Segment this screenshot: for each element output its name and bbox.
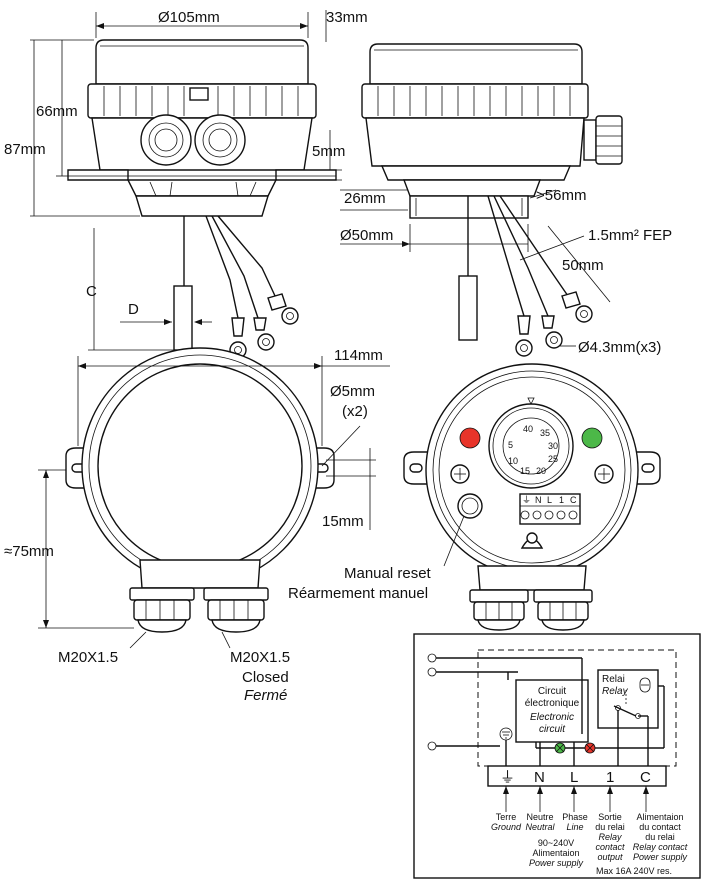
dim-5: 5mm	[312, 143, 345, 160]
dim-87: 87mm	[4, 141, 46, 158]
gland-left-label: M20X1.5	[58, 649, 118, 666]
dim-50: 50mm	[562, 257, 604, 274]
dim-75: ≈75mm	[4, 543, 54, 560]
block-terminal-label: 1	[559, 495, 564, 505]
dim-56: >56mm	[536, 187, 586, 204]
wiring-terminal-l: L	[570, 769, 578, 786]
dim-c: C	[86, 283, 97, 300]
label-ground-en: Ground	[491, 822, 522, 832]
label-output-en-1: Relay	[598, 832, 622, 842]
supply-label-fr: Alimentaion	[532, 848, 579, 858]
front-elevation-view: Ø105mm 87mm 66mm 33mm 5mm C D	[4, 9, 368, 359]
dial-tick: 25	[548, 454, 558, 464]
label-supply-en-2: Power supply	[633, 852, 688, 862]
dial-tick: 20	[536, 466, 546, 476]
circuit-label-en-1: Electronic	[530, 712, 574, 723]
manual-reset-button	[457, 493, 483, 519]
red-led	[459, 427, 481, 449]
closed-label: Closed	[242, 669, 289, 686]
dial-tick: 15	[520, 466, 530, 476]
gland-right-label: M20X1.5	[230, 649, 290, 666]
label-output-en-3: output	[597, 852, 623, 862]
supply-label-en: Power supply	[529, 858, 584, 868]
manual-reset-label: Manual reset	[344, 565, 432, 582]
dim-66: 66mm	[36, 103, 78, 120]
label-output-en-2: contact	[595, 842, 625, 852]
circuit-label-en-2: circuit	[539, 724, 566, 735]
block-terminal-label: L	[547, 495, 552, 505]
dial-tick: 30	[548, 441, 558, 451]
closed-label-fr: Fermé	[244, 687, 287, 704]
interior-view: 40 35 30 25 20 15 10 5 ⏚ N L 1 C	[288, 363, 661, 631]
label-output-fr-1: Sortie	[598, 812, 622, 822]
wiring-terminal-ground: ⏚	[500, 769, 515, 786]
green-led	[581, 427, 603, 449]
dial-tick: 5	[508, 440, 513, 450]
block-terminal-label: C	[570, 495, 577, 505]
wiring-diagram: Circuit électronique Electronic circuit …	[413, 633, 701, 879]
dial-tick: 40	[523, 424, 533, 434]
label-supply-fr-1: Alimentaion	[636, 812, 683, 822]
dial-tick: 35	[540, 428, 550, 438]
circuit-label-fr-1: Circuit	[538, 686, 567, 697]
label-supply-en-1: Relay contact	[633, 842, 688, 852]
wiring-terminal-c: C	[640, 769, 651, 786]
label-line-en: Line	[566, 822, 583, 832]
base-view: 114mm Ø5mm (x2) 15mm ≈75mm M20X1.5 M20X1…	[4, 347, 390, 704]
dim-fep: 1.5mm² FEP	[588, 227, 672, 244]
dim-d: D	[128, 301, 139, 318]
block-terminal-label: ⏚	[522, 495, 531, 505]
dim-15: 15mm	[322, 513, 364, 530]
label-line-fr: Phase	[562, 812, 588, 822]
dim-26: 26mm	[344, 190, 386, 207]
dim-33: 33mm	[326, 9, 368, 26]
dim-50-diameter: Ø50mm	[340, 227, 393, 244]
relay-label-en: Relay	[602, 686, 629, 697]
side-elevation-view: 26mm >56mm Ø50mm 1.5mm² FEP 50mm Ø4.3mm(…	[340, 43, 672, 357]
supply-voltage-label: 90~240V	[538, 838, 574, 848]
dial-scale: 40 35 30 25 20 15 10 5	[508, 424, 558, 476]
wiring-terminal-n: N	[534, 769, 545, 786]
block-terminal-label: N	[535, 495, 542, 505]
label-neutral-fr: Neutre	[526, 812, 553, 822]
circuit-label-fr-2: électronique	[525, 698, 580, 709]
label-supply-fr-2: du contact	[639, 822, 681, 832]
relay-label-fr: Relai	[602, 674, 625, 685]
manual-reset-label-fr: Réarmement manuel	[288, 585, 428, 602]
dim-ring: Ø4.3mm(x3)	[578, 339, 661, 356]
label-ground-fr: Terre	[496, 812, 517, 822]
max-rating-label: Max 16A 240V res.	[596, 866, 672, 876]
label-output-fr-2: du relai	[595, 822, 625, 832]
dim-hole: Ø5mm	[330, 383, 375, 400]
label-supply-fr-3: du relai	[645, 832, 675, 842]
wiring-terminal-1: 1	[606, 769, 614, 786]
dim-114: 114mm	[334, 347, 383, 364]
dim-hole-count: (x2)	[342, 403, 368, 420]
label-neutral-en: Neutral	[525, 822, 555, 832]
dial-tick: 10	[508, 456, 518, 466]
dim-diameter-105: Ø105mm	[158, 9, 220, 26]
